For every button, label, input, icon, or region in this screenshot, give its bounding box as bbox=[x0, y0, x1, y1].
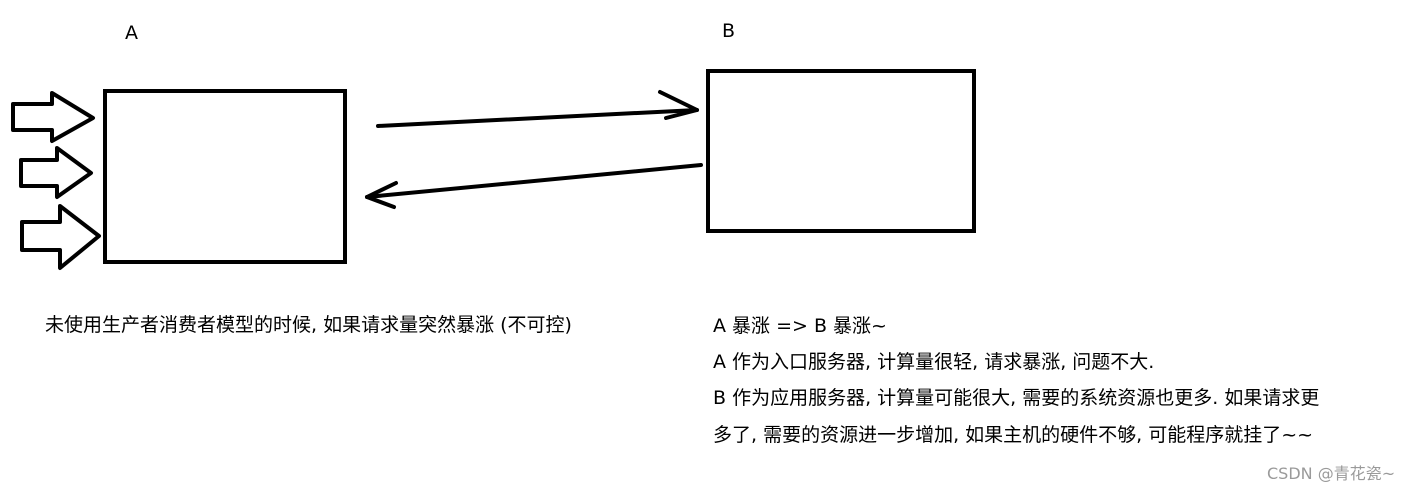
note-line-2: A 作为入口服务器, 计算量很轻, 请求暴涨, 问题不大. bbox=[713, 351, 1155, 373]
note-line-3: B 作为应用服务器, 计算量可能很大, 需要的系统资源也更多. 如果请求更 bbox=[713, 387, 1320, 409]
note-line-4: 多了, 需要的资源进一步增加, 如果主机的硬件不够, 可能程序就挂了~~ bbox=[713, 424, 1314, 446]
response-arrow-b-to-a bbox=[365, 163, 703, 209]
incoming-arrow-3 bbox=[20, 204, 101, 270]
csdn-watermark: CSDN @青花瓷~ bbox=[1267, 464, 1396, 483]
server-b-box bbox=[706, 69, 976, 233]
server-a-box bbox=[103, 89, 347, 264]
server-a-label: A bbox=[125, 22, 138, 44]
incoming-arrow-2 bbox=[19, 146, 93, 199]
note-line-1: A 暴涨 => B 暴涨~ bbox=[713, 315, 887, 337]
request-arrow-a-to-b bbox=[376, 90, 699, 128]
incoming-arrow-1 bbox=[11, 91, 95, 143]
left-caption: 未使用生产者消费者模型的时候, 如果请求量突然暴涨 (不可控) bbox=[45, 314, 572, 336]
server-b-label: B bbox=[722, 20, 736, 42]
